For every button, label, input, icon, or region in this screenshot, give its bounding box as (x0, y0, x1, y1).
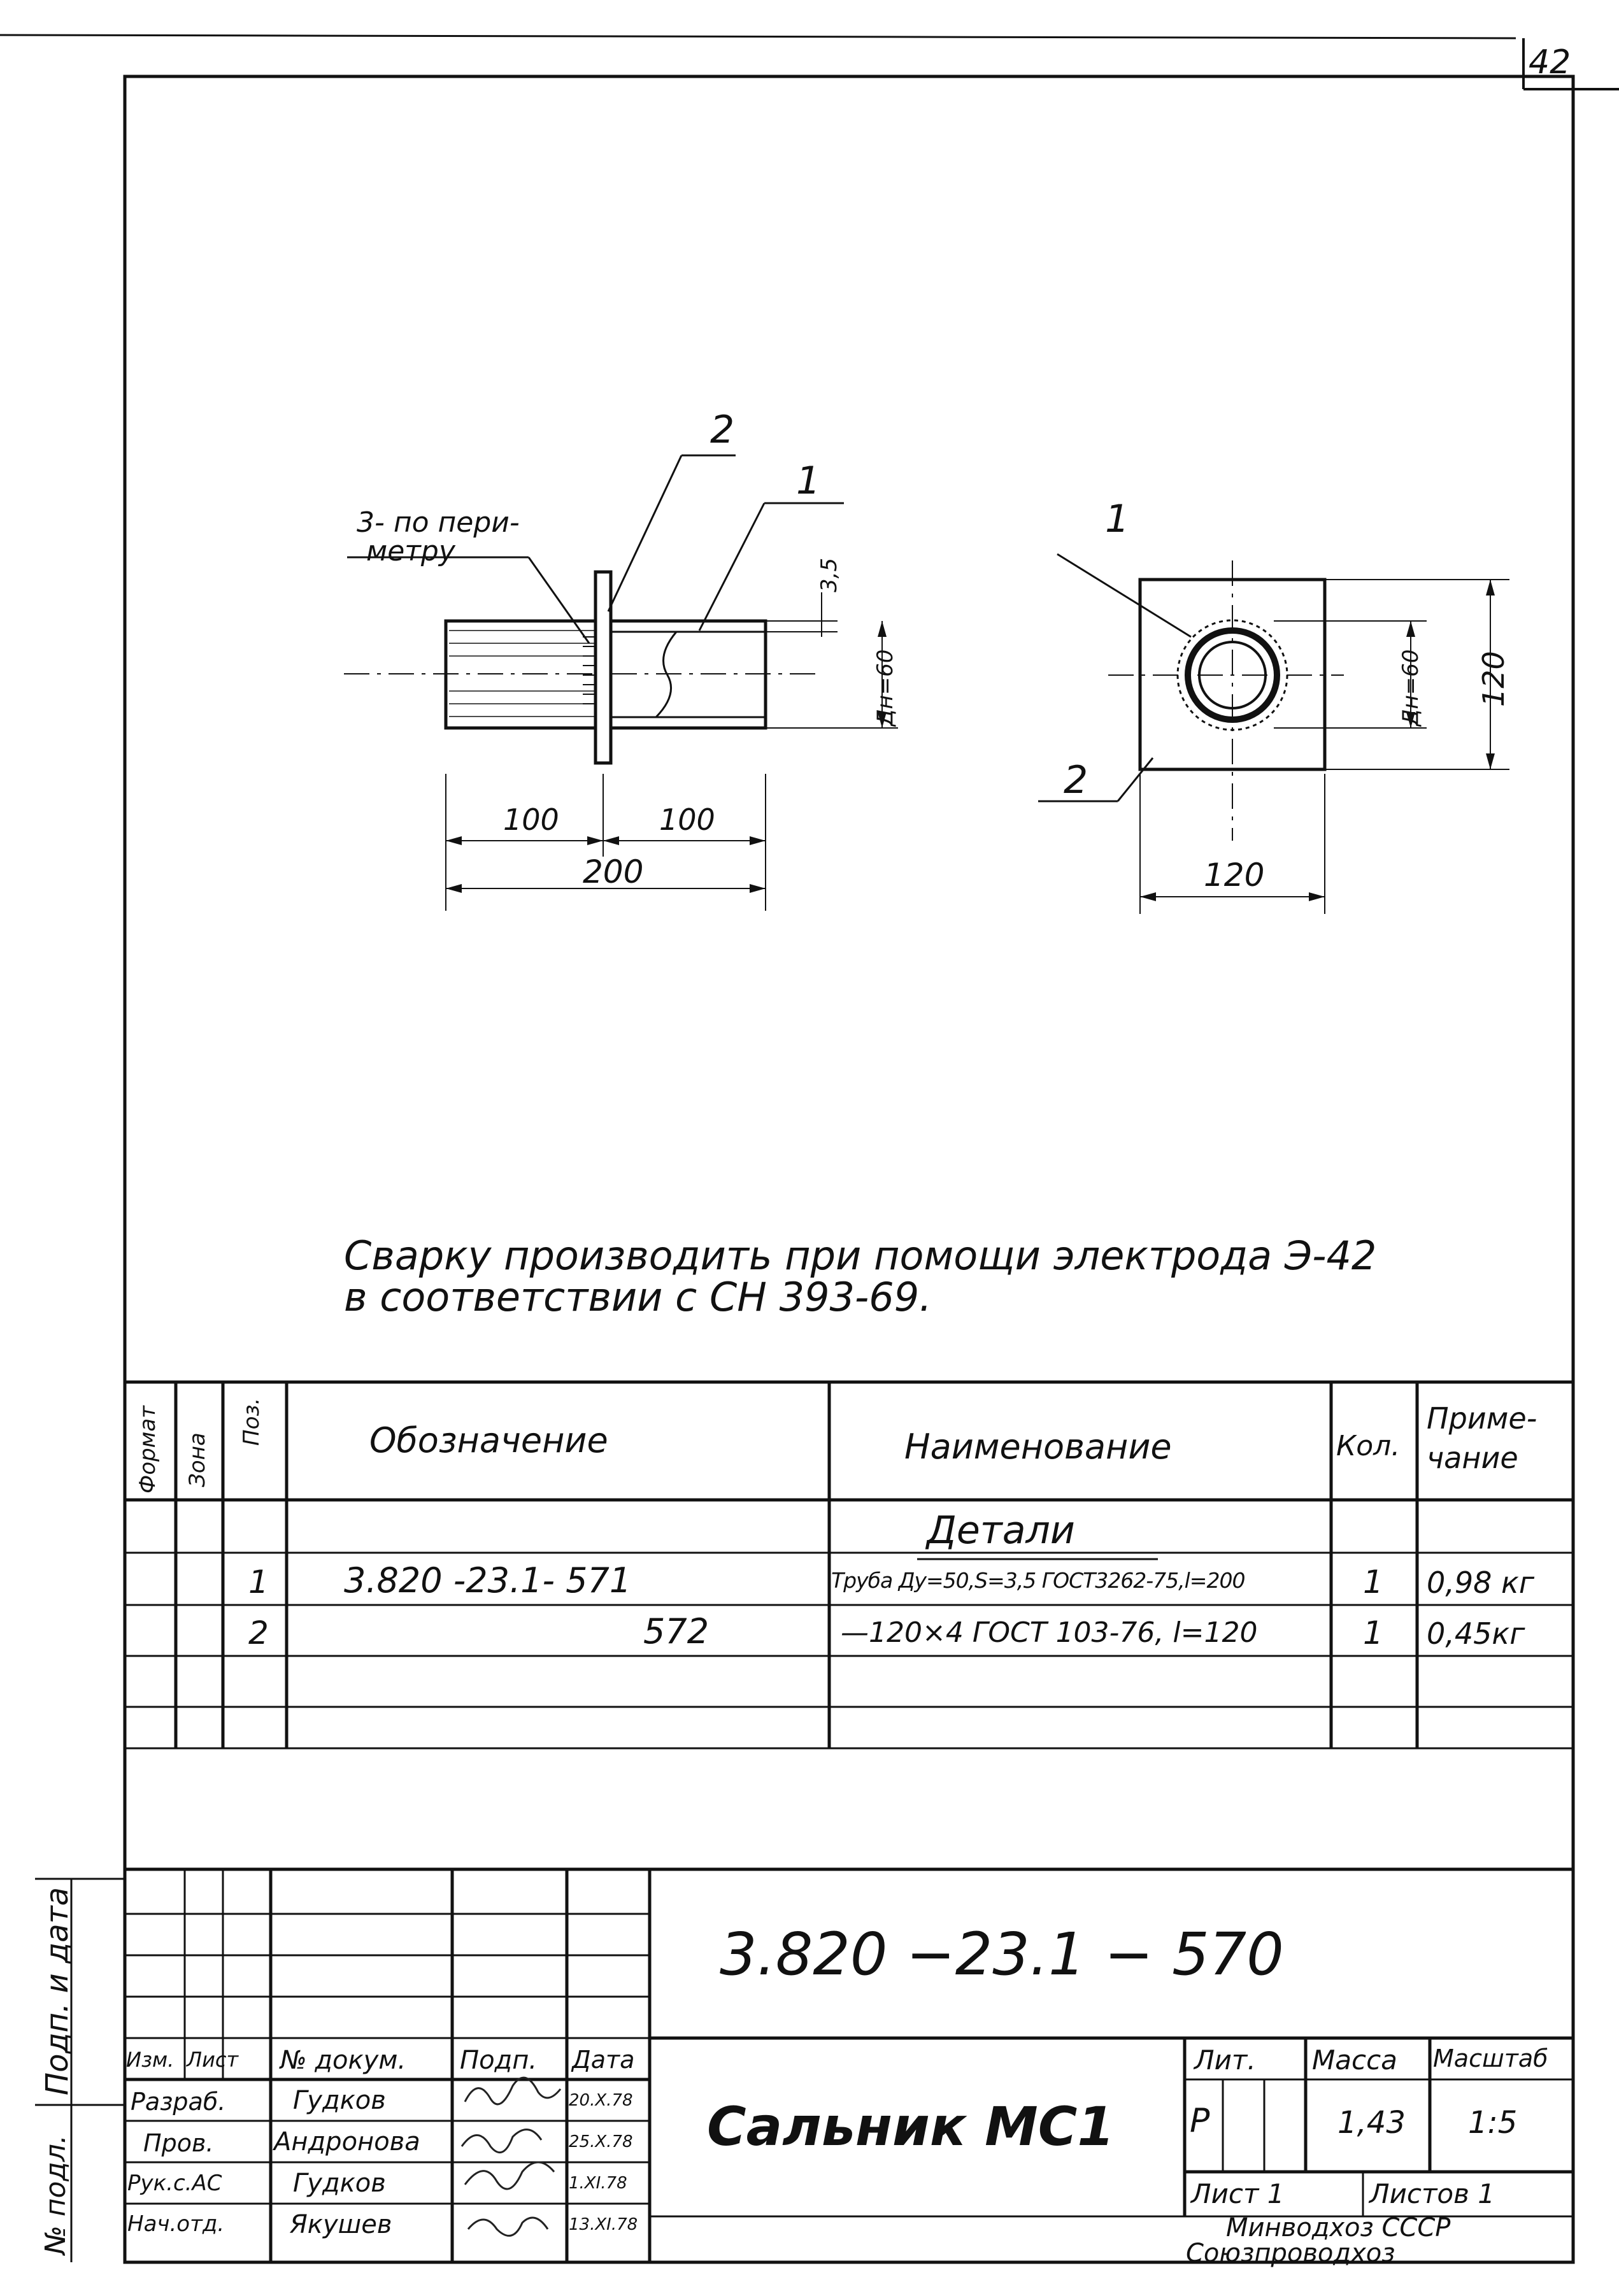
doc-code: 3.820 −23.1 − 570 (720, 1920, 1284, 1988)
signature-scribbles (460, 2076, 562, 2237)
sheets-total: Листов 1 (1369, 2178, 1495, 2209)
org-line2: Союзпроводхоз (1186, 2239, 1395, 2268)
col-header-list: Лист (187, 2048, 239, 2072)
spec-row1-name: Труба Ду=50,S=3,5 ГОСТ3262-75,l=200 (831, 1568, 1245, 1593)
dim-half-right: 100 (659, 802, 715, 837)
lit-value: Р (1190, 2102, 1210, 2140)
mass-label: Масса (1312, 2044, 1397, 2076)
dim-total-length: 200 (583, 853, 644, 890)
sheet-number: Лист 1 (1191, 2178, 1285, 2209)
spec-header-qty: Кол. (1336, 1430, 1401, 1462)
name-dept-head: Якушев (290, 2210, 392, 2239)
spec-section-title: Детали (927, 1508, 1075, 1553)
weld-note-line2: метру (366, 535, 455, 567)
spec-header-note-line1: Приме- (1427, 1401, 1537, 1436)
page-number: 42 (1529, 43, 1571, 82)
scale-value: 1:5 (1468, 2105, 1518, 2141)
callout-pos1: 1 (796, 459, 821, 503)
spec-header-note-line2: чание (1427, 1441, 1518, 1475)
date-checker: 25.X.78 (569, 2132, 633, 2151)
callout-pos2: 2 (710, 408, 735, 452)
spec-row2-designation: 572 (643, 1611, 710, 1651)
role-group-lead: Рук.с.АС (127, 2171, 222, 2196)
name-checker: Андронова (274, 2127, 420, 2157)
name-group-lead: Гудков (293, 2169, 386, 2198)
side-stamp-sub-no: № подл. (39, 2135, 72, 2255)
date-group-lead: 1.XI.78 (569, 2174, 627, 2193)
spec-row1-qty: 1 (1363, 1564, 1383, 1601)
dim-wall: 3,5 (817, 557, 842, 592)
dim-half-left: 100 (503, 802, 559, 837)
spec-header-designation: Обозначение (369, 1420, 608, 1460)
name-developer: Гудков (293, 2086, 386, 2115)
date-dept-head: 13.XI.78 (569, 2215, 638, 2234)
dim-plate-width: 120 (1204, 857, 1265, 894)
end-callout-pos2: 2 (1064, 758, 1088, 802)
role-dept-head: Нач.отд. (127, 2211, 225, 2237)
weld-note-line1: 3- по пери- (357, 506, 520, 539)
side-stamp-sign-date: Подп. и дата (39, 1887, 75, 2095)
dim-pipe-dia: Дн=60 (873, 649, 898, 726)
col-header-date: Дата (572, 2046, 635, 2074)
spec-header-name: Наименование (904, 1427, 1172, 1467)
col-header-doc: № докум. (280, 2046, 406, 2075)
col-header-sign: Подп. (460, 2046, 538, 2075)
date-developer: 20.X.78 (569, 2091, 633, 2110)
role-developer: Разраб. (131, 2088, 226, 2116)
welding-note-line1: Сварку производить при помощи электрода … (344, 1232, 1377, 1279)
spec-header-pos: Поз. (239, 1397, 264, 1446)
mass-value: 1,43 (1337, 2105, 1406, 2141)
end-callout-pos1: 1 (1105, 497, 1130, 541)
scale-label: Масштаб (1433, 2044, 1548, 2072)
dim-plate-height: 120 (1476, 651, 1511, 707)
org-line1: Минводхоз СССР (1226, 2213, 1451, 2243)
spec-row2-note: 0,45кг (1427, 1616, 1525, 1651)
spec-row2-pos: 2 (248, 1615, 269, 1651)
welding-note-line2: в соответствии с СН 393-69. (344, 1274, 932, 1320)
spec-row1-note: 0,98 кг (1427, 1565, 1534, 1600)
lit-label: Лит. (1194, 2044, 1256, 2076)
spec-row1-designation: 3.820 -23.1- 571 (344, 1560, 632, 1601)
col-header-izm: Изм. (126, 2048, 175, 2072)
spec-row2-name: —120×4 ГОСТ 103-76, l=120 (841, 1616, 1258, 1649)
dim-end-pipe-dia: Дн=60 (1398, 649, 1423, 726)
drawing-title: Сальник МС1 (707, 2095, 1115, 2158)
spec-header-zone: Зона (185, 1432, 210, 1487)
spec-header-format: Формат (135, 1406, 160, 1494)
spec-row1-pos: 1 (248, 1564, 269, 1601)
role-checker: Пров. (143, 2129, 214, 2157)
spec-row2-qty: 1 (1363, 1615, 1383, 1651)
